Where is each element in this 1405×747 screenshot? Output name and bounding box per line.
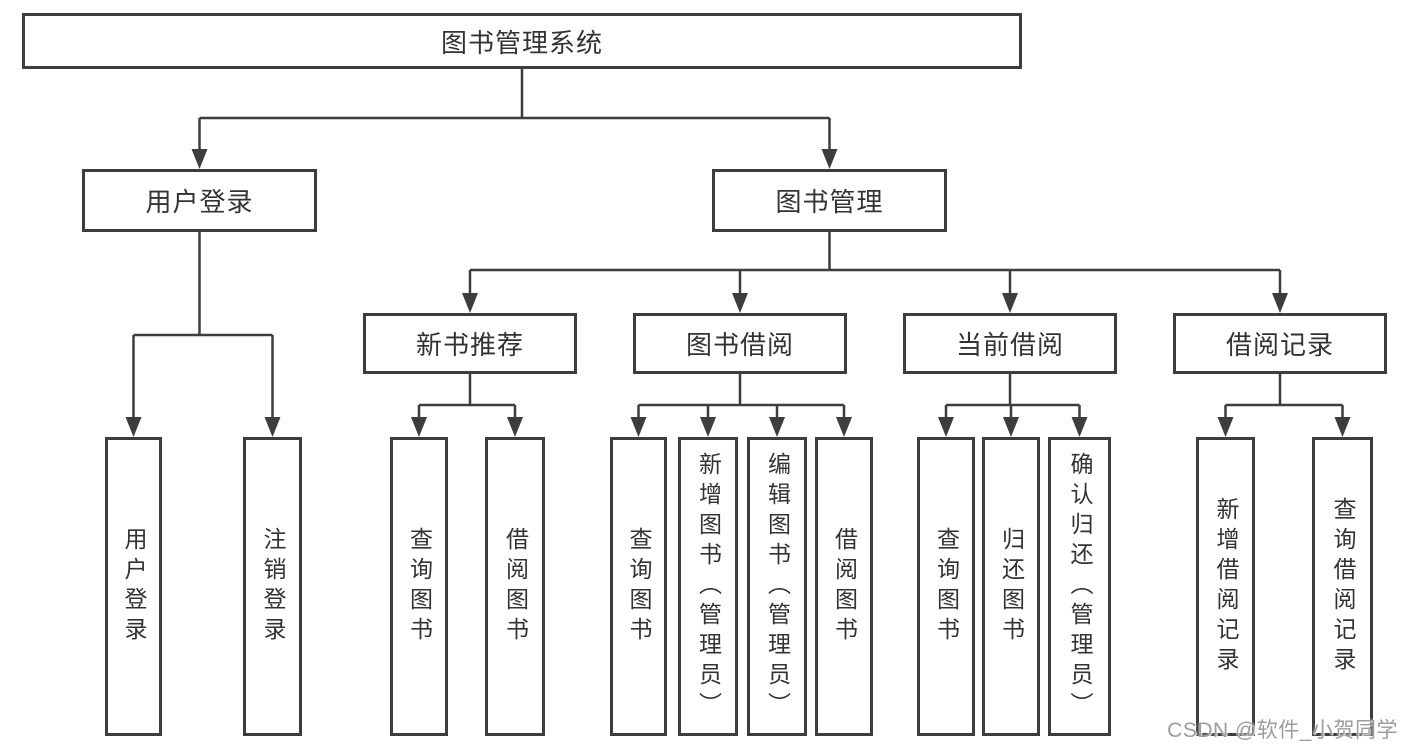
- leaf-current-query-books: 查询图书: [917, 437, 975, 736]
- leaf-current-query-books-label: 查询图书: [933, 526, 960, 647]
- node-new-book-recommend: 新书推荐: [363, 313, 577, 374]
- leaf-borrow-borrow-books: 借阅图书: [815, 437, 873, 736]
- arrowhead-icon: [732, 293, 748, 313]
- node-current-borrow: 当前借阅: [903, 313, 1117, 374]
- leaf-borrow-add-books-admin-label: 新增图书（管理员）: [695, 451, 722, 722]
- leaf-borrow-edit-books-admin: 编辑图书（管理员）: [747, 437, 807, 736]
- arrowhead-icon: [1003, 417, 1019, 437]
- node-book-management-label: 图书管理: [775, 187, 884, 217]
- node-borrow-records: 借阅记录: [1173, 313, 1387, 374]
- node-book-borrow: 图书借阅: [633, 313, 847, 374]
- connector-book-management-to-level3: [468, 232, 1282, 300]
- csdn-watermark: CSDN @软件_小贺同学: [1167, 719, 1398, 742]
- leaf-borrow-add-books-admin: 新增图书（管理员）: [678, 437, 738, 736]
- arrowhead-icon: [191, 149, 208, 169]
- leaf-newrec-query-books-label: 查询图书: [406, 526, 433, 647]
- connector-book-borrow-to-leaves: [637, 374, 846, 424]
- leaf-current-confirm-return-admin-label: 确认归还（管理员）: [1067, 451, 1093, 722]
- arrowhead-icon: [769, 417, 785, 437]
- arrowhead-icon: [1002, 293, 1018, 313]
- arrowhead-icon: [1272, 293, 1288, 313]
- node-user-login: 用户登录: [82, 169, 317, 232]
- leaf-current-return-books-label: 归还图书: [998, 526, 1025, 647]
- leaf-newrec-query-books: 查询图书: [390, 437, 448, 736]
- connector-user-login-to-leaves: [132, 232, 274, 424]
- node-new-book-recommend-label: 新书推荐: [415, 330, 524, 360]
- connector-new-book-recommend-to-leaves: [417, 374, 517, 424]
- leaf-user-login: 用户登录: [105, 437, 162, 736]
- connector-current-borrow-to-leaves: [944, 374, 1081, 424]
- leaf-borrow-borrow-books-label: 借阅图书: [831, 526, 858, 647]
- connector-borrow-records-to-leaves: [1224, 374, 1344, 424]
- arrowhead-icon: [836, 417, 852, 437]
- leaf-logout-label: 注销登录: [260, 526, 286, 647]
- arrowhead-icon: [1217, 417, 1234, 437]
- node-root-label: 图书管理系统: [440, 27, 603, 58]
- leaf-user-login-label: 用户登录: [121, 526, 147, 647]
- leaf-current-confirm-return-admin: 确认归还（管理员）: [1048, 437, 1111, 736]
- connector-root-to-level2: [198, 68, 831, 155]
- leaf-records-add-record-label: 新增借阅记录: [1213, 496, 1239, 677]
- leaf-current-return-books: 归还图书: [982, 437, 1040, 736]
- node-borrow-records-label: 借阅记录: [1225, 330, 1334, 360]
- arrowheads-group: [125, 149, 1351, 437]
- leaf-records-query-record-label: 查询借阅记录: [1330, 496, 1356, 677]
- arrowhead-icon: [507, 417, 523, 437]
- arrowhead-icon: [1071, 417, 1088, 437]
- leaf-records-query-record: 查询借阅记录: [1312, 437, 1373, 736]
- node-root: 图书管理系统: [22, 13, 1022, 69]
- leaf-logout: 注销登录: [243, 437, 302, 736]
- node-book-borrow-label: 图书借阅: [685, 330, 794, 360]
- arrowhead-icon: [264, 417, 281, 437]
- node-user-login-label: 用户登录: [145, 187, 254, 217]
- arrowhead-icon: [411, 417, 427, 437]
- arrowhead-icon: [630, 417, 647, 437]
- arrowhead-icon: [700, 417, 716, 437]
- node-book-management: 图书管理: [712, 169, 947, 232]
- leaf-borrow-query-books-label: 查询图书: [626, 526, 652, 647]
- leaf-newrec-borrow-books-label: 借阅图书: [502, 526, 529, 647]
- leaf-records-add-record: 新增借阅记录: [1196, 437, 1255, 736]
- arrowhead-icon: [821, 149, 838, 169]
- leaf-borrow-edit-books-admin-label: 编辑图书（管理员）: [764, 451, 791, 722]
- node-current-borrow-label: 当前借阅: [955, 330, 1064, 360]
- arrowhead-icon: [462, 293, 478, 313]
- arrowhead-icon: [1334, 417, 1351, 437]
- arrowhead-icon: [938, 417, 954, 437]
- leaf-newrec-borrow-books: 借阅图书: [485, 437, 545, 736]
- arrowhead-icon: [125, 417, 142, 437]
- leaf-borrow-query-books: 查询图书: [610, 437, 667, 736]
